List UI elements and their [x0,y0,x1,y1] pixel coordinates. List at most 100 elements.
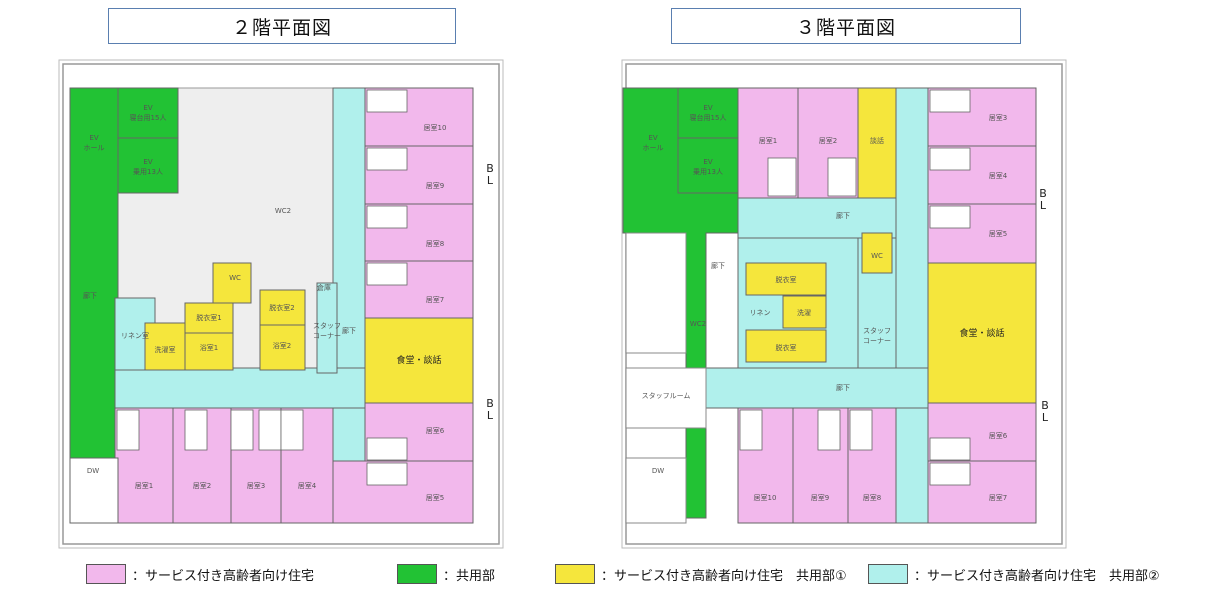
legend-label-cyan: ：サービス付き高齢者向け住宅 共用部② [914,568,1160,584]
floor2-sentaku [144,322,186,371]
floor3-room7-label: 居室7 [989,493,1007,502]
legend-swatch-cyan [868,564,908,584]
floor2-yokushitsu2-label: 浴室2 [273,341,291,350]
floor3-ev-hall-label2: ホール [643,144,664,152]
floor2-dining-label: 食堂・談話 [396,354,441,366]
legend-item-cyan: ：サービス付き高齢者向け住宅 共用部② [868,564,1160,584]
floor2-staff-label2: コーナー [313,332,341,340]
floor2-room8-label: 居室8 [426,239,444,248]
floor2-room7-label: 居室7 [426,295,444,304]
legend-label-pink: ：サービス付き高齢者向け住宅 [132,568,315,584]
floor2-dw-label: DW [87,467,99,475]
floor2-room6-label: 居室6 [426,426,445,435]
floor3-datsui-label-top: 脱衣室 [776,275,797,284]
floor2-corridor-label: 廊下 [342,326,356,335]
floor3-datsui-bottom [745,329,827,363]
floor2-wc-label: WC [229,274,241,282]
floor2-corridor-label-left: 廊下 [83,291,97,300]
floor2-room10-label: 居室10 [424,123,447,132]
floor2-outline-outer [58,59,504,549]
floor2-plan-svg: EV ホール EV 寝台用15人 EV 乗用13人 廊下 廊下 居室10 居室9… [58,59,504,549]
floor2-ev2 [117,137,179,194]
floor3-ev1-label: EV [703,104,712,112]
floor3-dining-label: 食堂・談話 [959,327,1004,339]
floor2-room3-label: 居室3 [247,481,265,490]
floor2-yokushitsu1 [184,332,234,371]
floor2-yokushitsu2 [259,324,306,371]
floor3-bl-bottom: B L [1041,399,1049,424]
legend-label-green: ：共用部 [443,568,496,584]
floor3-bl-top: B L [1039,187,1047,212]
floor3-dw [625,457,687,524]
floor3-ev1 [677,87,739,139]
floor3-corridor-label-left: 廊下 [711,261,725,270]
floor3-wc-label: WC [871,252,883,260]
floor3-plan-svg: EV ホール EV 寝台用15人 EV 乗用13人 廊下 廊下 廊下 居室1 居… [621,59,1067,549]
floor2-datsui1 [184,302,234,334]
floor3-dw-label: DW [652,467,664,475]
floor3-room8-label: 居室8 [863,493,881,502]
floor2-linen-label: リネン室 [121,331,149,340]
floor2-ev1-label: EV [143,104,152,112]
floor2-datsui2-label: 脱衣室2 [269,303,294,312]
floor2-ev1-label2: 寝台用15人 [130,113,167,122]
floor2-plan: EV ホール EV 寝台用15人 EV 乗用13人 廊下 廊下 居室10 居室9… [55,58,505,553]
floor2-datsui2 [259,289,306,326]
floor2-dw [69,457,119,524]
floor2-wc-boxes [116,89,408,486]
floor3-datsui-top [745,262,827,296]
floor2-soko-label: 倉庫 [317,283,331,292]
floor2-ev1 [117,87,179,139]
floor3-ev1-label2: 寝台用15人 [690,113,727,122]
floor2-room5-label: 居室5 [426,493,444,502]
floor2-room9-label: 居室9 [426,181,444,190]
floor2-title: ２階平面図 [108,8,456,44]
floor3-room9-label: 居室9 [811,493,829,502]
floor2-staff-label: スタッフ [313,321,341,330]
legend-swatch-yellow [555,564,595,584]
floor2-ev-hall-label: EV [89,134,98,142]
floor2-bl-top: B L [486,162,494,187]
floor3-plan: EV ホール EV 寝台用15人 EV 乗用13人 廊下 廊下 廊下 居室1 居… [618,58,1068,553]
floor3-room1-label: 居室1 [759,136,777,145]
floor3-corridor-bottom [705,367,929,409]
floor3-wc2-label: WC2 [690,320,706,328]
floor3-room10-label: 居室10 [754,493,777,502]
floor2-wc2-label: WC2 [275,207,291,215]
floor3-staff-label2: コーナー [863,337,891,345]
floor3-corridor-label-top: 廊下 [836,211,850,220]
floor3-left-room [625,232,687,354]
floor2-ev2-label2: 乗用13人 [133,167,163,176]
legend-label-yellow: ：サービス付き高齢者向け住宅 共用部① [601,568,847,584]
floor2-room2-label: 居室2 [193,481,211,490]
legend-item-green: ：共用部 [397,564,495,584]
floor2-dining [364,317,474,404]
floor2-corridor-horizontal [114,367,366,409]
floor3-room3-label: 居室3 [989,113,1007,122]
floor3-room2-label: 居室2 [819,136,837,145]
legend-swatch-green [397,564,437,584]
floor3-linen-label: リネン [750,309,771,317]
floor3-ev2-label2: 乗用13人 [693,167,723,176]
floor2-ev-hall-label2: ホール [84,144,105,152]
legend-item-pink: ：サービス付き高齢者向け住宅 [86,564,314,584]
floor3-wc-yellow [861,232,893,274]
floor2-outline [62,63,500,545]
legend-swatch-pink [86,564,126,584]
floor2-wc-yellow [212,262,252,304]
floor3-ev-hall-label: EV [648,134,657,142]
floor3-datsui-label-bottom: 脱衣室 [776,343,797,352]
floor3-sentaku [782,295,827,329]
floor3-staff-label: スタッフ [863,326,891,335]
floor2-yokushitsu1-label: 浴室1 [200,343,218,352]
floor3-staff-room-label: スタッフルーム [642,391,691,400]
floor3-outline-outer [621,59,1067,549]
floor3-danwa [857,87,897,199]
floor3-corridor-vertical [895,87,929,524]
floor3-room5-label: 居室5 [989,229,1007,238]
legend-item-yellow: ：サービス付き高齢者向け住宅 共用部① [555,564,847,584]
floor3-room4-label: 居室4 [989,171,1008,180]
floor2-staff-corner [316,282,338,374]
floor3-room6-label: 居室6 [989,431,1008,440]
floor2-ev2-label: EV [143,158,152,166]
